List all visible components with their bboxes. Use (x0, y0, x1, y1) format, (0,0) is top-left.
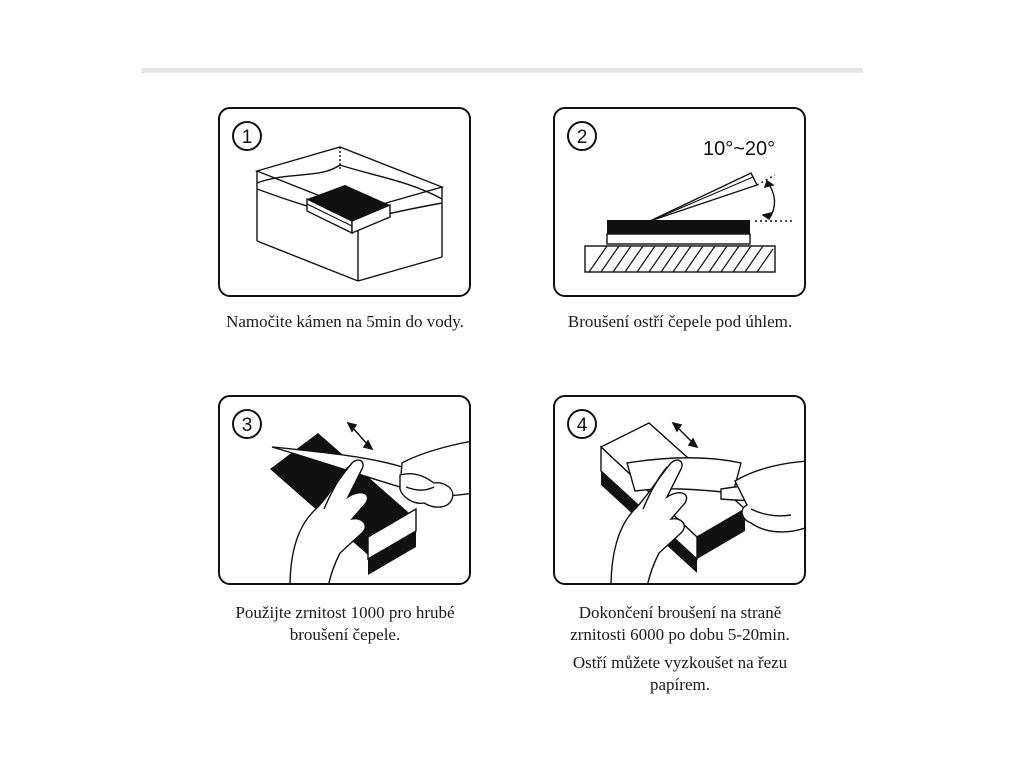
step-2-caption: Broušení ostří čepele pod úhlem. (567, 312, 793, 331)
step-1-caption: Namočite kámen na 5min do vody. (226, 312, 464, 331)
step-number: 4 (577, 415, 588, 436)
step-number: 1 (242, 127, 253, 148)
stone-on-stand-icon (584, 220, 776, 273)
hand-right-icon (399, 473, 454, 508)
step-number-circle (232, 409, 262, 439)
step-4-caption: Dokončení broušení na straně zrnitosti 6… (570, 603, 790, 644)
double-arrow-icon (346, 421, 374, 451)
top-divider (141, 68, 863, 73)
stone-block-icon (306, 185, 391, 235)
step-number: 3 (242, 415, 253, 436)
hand-right-icon (734, 460, 804, 533)
blade-icon (649, 172, 758, 222)
angle-arc-icon (755, 174, 795, 222)
step-1-illustration: 1 (218, 107, 471, 297)
step-2-illustration: 2 10°~20° (553, 107, 806, 297)
step-number-circle (567, 121, 597, 151)
step-4-illustration: 4 (553, 395, 806, 585)
hand-left-icon (610, 459, 688, 583)
step-3-illustration: 3 (218, 395, 471, 585)
step-number: 2 (577, 127, 588, 148)
step-number-circle (567, 409, 597, 439)
step-number-circle (232, 121, 262, 151)
step-3-caption: Použijte zrnitost 1000 pro hrubé broušen… (235, 603, 455, 644)
double-arrow-icon (671, 421, 699, 449)
hand-left-icon (289, 459, 369, 583)
angle-label: 10°~20° (703, 138, 775, 160)
stand-hatching (588, 245, 774, 273)
step-4-note: Ostří můžete vyzkoušet na řezu papírem. (572, 653, 788, 694)
